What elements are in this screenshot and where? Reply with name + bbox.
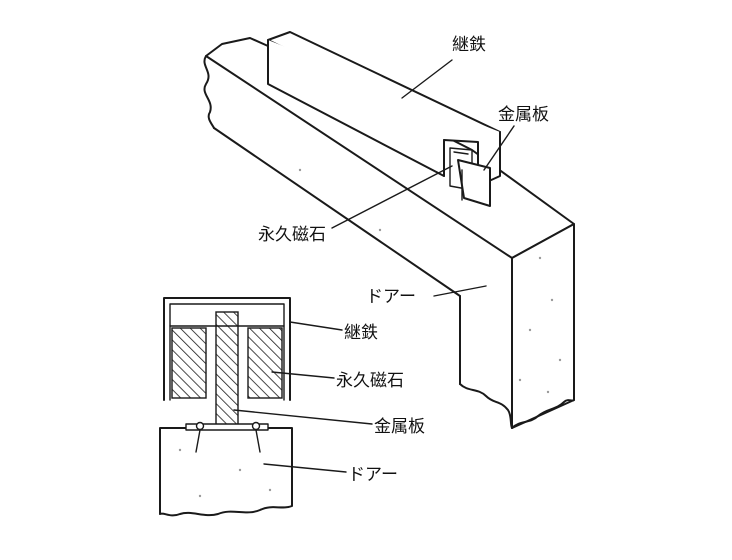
section-yoke-inner [169,303,285,401]
label-plate-perspective: 金属板 [498,105,549,125]
label-magnet-perspective: 永久磁石 [258,225,326,245]
metal-plate [457,159,491,207]
section-mount-plate [185,423,269,431]
leader-yoke-perspective [401,59,453,99]
section-metal-plate [215,311,239,427]
perspective-view: 継鉄 金属板 永久磁石 ドアー [203,31,575,429]
leader-magnet-perspective [331,165,453,229]
cross-section-view: 継鉄 永久磁石 金属板 ドアー [159,297,425,517]
leader-plate-perspective [483,125,515,171]
door-texture [298,168,562,394]
door-broken-bottom [459,383,575,429]
leader-door-section [263,463,347,473]
label-magnet-section: 永久磁石 [336,371,404,391]
section-screws [195,421,261,453]
leader-yoke-section [289,321,343,331]
frame-broken-edge [203,55,215,129]
label-door-perspective: ドアー [366,287,416,307]
section-door-texture [178,448,272,498]
leader-magnet-section [271,371,335,379]
leader-door-perspective [433,285,487,297]
label-plate-section: 金属板 [374,417,425,437]
label-yoke-section: 継鉄 [344,323,378,343]
label-door-section: ドアー [348,465,398,485]
door-front-face [511,223,575,429]
section-door-block [159,427,293,517]
section-magnet-right [247,327,283,399]
leader-plate-section [233,409,373,425]
section-magnet-left [171,327,207,399]
label-yoke-perspective: 継鉄 [452,35,486,55]
